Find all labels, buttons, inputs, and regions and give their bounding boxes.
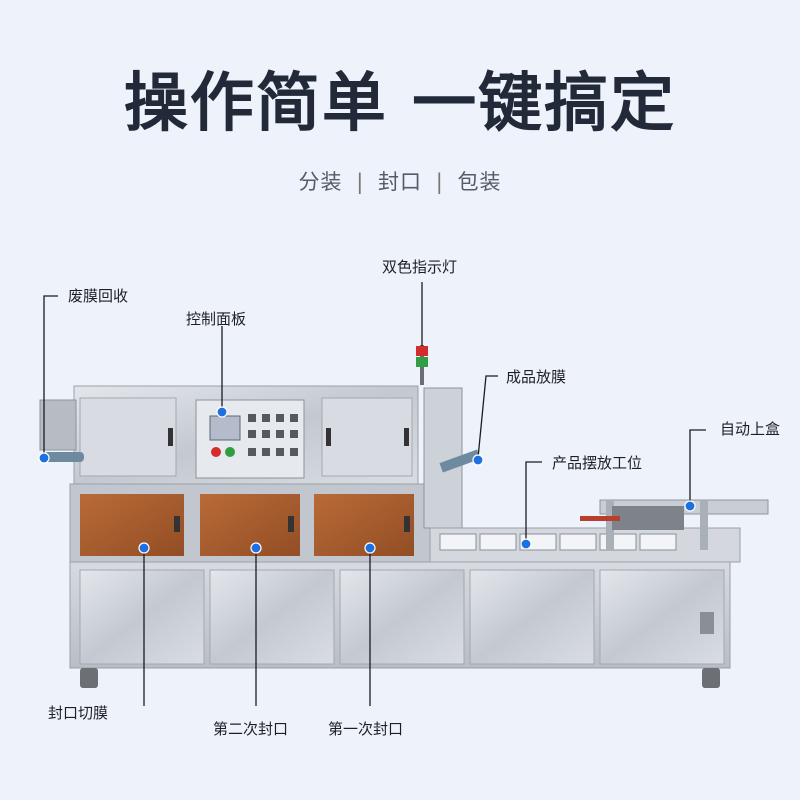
callout-seal-cut: 封口切膜	[48, 704, 109, 722]
film-guide-left	[39, 399, 77, 451]
blue-dot-icon	[216, 406, 228, 418]
housing-handle	[168, 428, 173, 446]
blue-dot-icon	[138, 542, 150, 554]
housing-handle	[326, 428, 331, 446]
housing-handle	[404, 428, 409, 446]
callout-product-placement: 产品摆放工位	[552, 454, 643, 472]
marker-group	[38, 406, 696, 554]
callout-second-seal: 第二次封口	[213, 720, 289, 738]
film-roller-left	[44, 452, 84, 462]
tray-row	[439, 533, 677, 551]
stop-button-icon	[211, 447, 221, 457]
housing-panel	[321, 397, 413, 477]
headline: 操作简单 一键搞定	[123, 67, 677, 141]
callout-auto-box-loading: 自动上盒	[720, 420, 781, 438]
indicator-green-icon	[416, 357, 428, 367]
box-loader-post	[606, 500, 614, 550]
caster-wheel	[702, 668, 720, 688]
callout-control-panel: 控制面板	[186, 310, 247, 328]
callout-film-release: 成品放膜	[506, 368, 567, 386]
box-loader-head	[612, 506, 684, 530]
indicator-red-icon	[416, 346, 428, 356]
housing-panel	[79, 397, 177, 477]
callout-first-seal: 第一次封口	[328, 720, 404, 738]
window-latch	[288, 516, 294, 532]
cabinet-door	[209, 569, 335, 665]
blue-dot-icon	[520, 538, 532, 550]
subline-item-wrapping: 包装	[457, 170, 502, 194]
box-loader-post	[700, 500, 708, 550]
window-latch	[404, 516, 410, 532]
callout-film-recycle: 废膜回收	[68, 287, 129, 305]
subline-separator: |	[435, 170, 444, 194]
callout-lines	[43, 282, 706, 706]
control-buttons	[248, 414, 298, 456]
blue-dot-icon	[472, 454, 484, 466]
amber-window	[80, 494, 184, 556]
callout-indicator-light: 双色指示灯	[382, 258, 458, 276]
subline: 分装 | 封口 | 包装	[0, 166, 800, 196]
blue-dot-icon	[364, 542, 376, 554]
amber-window	[200, 494, 300, 556]
blue-dot-icon	[38, 452, 50, 464]
film-release-arm	[439, 449, 481, 473]
cabinet-door	[469, 569, 595, 665]
window-latch	[174, 516, 180, 532]
blue-dot-icon	[250, 542, 262, 554]
subline-separator: |	[356, 170, 365, 194]
box-loader-arm	[580, 516, 620, 521]
start-button-icon	[225, 447, 235, 457]
blue-dot-icon	[684, 500, 696, 512]
amber-window	[314, 494, 414, 556]
door-handle	[700, 612, 714, 634]
subline-item-packing: 分装	[298, 170, 343, 194]
subline-item-sealing: 封口	[378, 170, 422, 194]
caster-wheel	[80, 668, 98, 688]
touch-screen	[209, 415, 241, 441]
cabinet-door	[339, 569, 465, 665]
cabinet-door	[79, 569, 205, 665]
